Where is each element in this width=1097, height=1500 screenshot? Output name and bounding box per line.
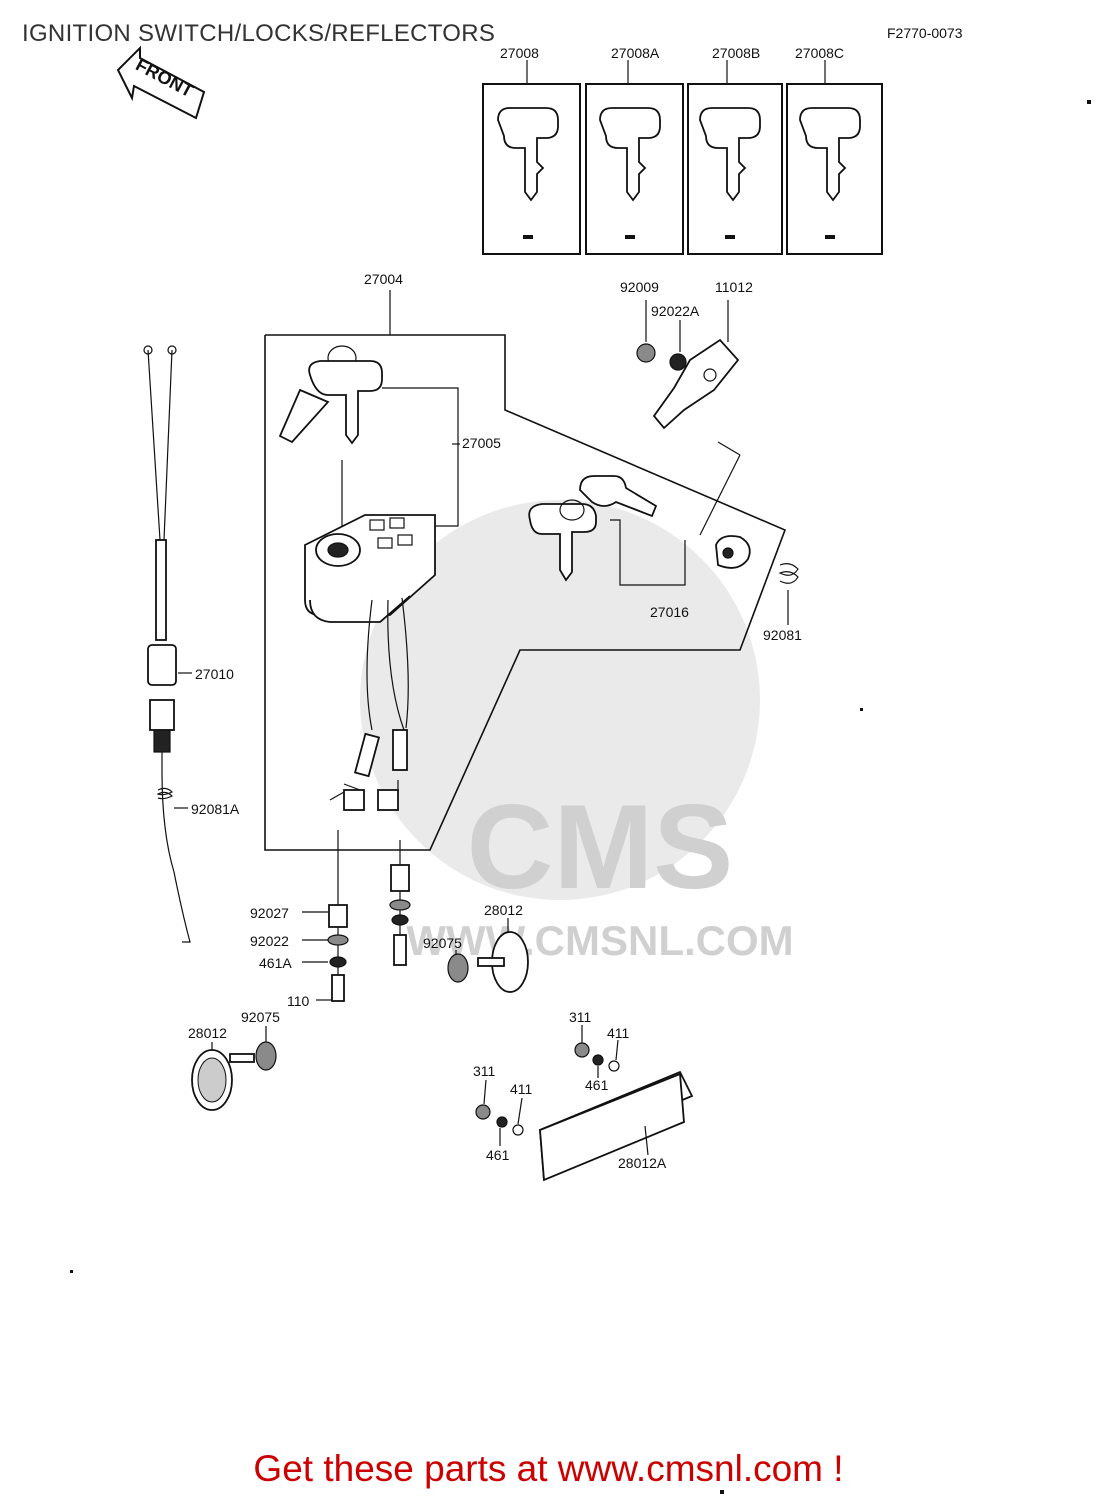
label-92009: 92009	[620, 279, 659, 295]
label-92075-center: 92075	[423, 935, 462, 951]
label-28012-center: 28012	[484, 902, 523, 918]
label-92022: 92022	[250, 933, 289, 949]
assembly-outline-27004	[264, 334, 787, 851]
ignition-switch	[304, 514, 436, 731]
key-card-group: 27008 27008A 27008B 27008C	[482, 45, 883, 255]
round-reflector-28012	[447, 918, 529, 993]
label-311-upper: 311	[569, 1009, 592, 1025]
diagram-code: F2770-0073	[887, 25, 963, 41]
label-27010: 27010	[195, 666, 234, 682]
label-411-upper: 411	[607, 1025, 630, 1041]
label-110: 110	[287, 993, 310, 1009]
watermark: CMS WWW.CMSNL.COM	[360, 500, 794, 964]
hardware-stack-left	[327, 830, 349, 1002]
lock-parts	[636, 300, 799, 625]
key-card-27008	[482, 83, 581, 255]
get-parts-link[interactable]: Get these parts at www.cmsnl.com !	[253, 1448, 844, 1489]
label-411-lower: 411	[510, 1081, 533, 1097]
hardware-stack-right	[389, 840, 411, 966]
key-card-27008A	[585, 83, 684, 255]
diagram-title: IGNITION SWITCH/LOCKS/REFLECTORS	[22, 20, 496, 47]
label-92027: 92027	[250, 905, 289, 921]
rectangular-reflector-28012A	[475, 1025, 694, 1182]
key-card-27008B	[687, 83, 783, 255]
label-311-lower: 311	[473, 1063, 496, 1079]
label-27005: 27005	[462, 435, 501, 451]
key-card-label: 27008C	[795, 45, 844, 61]
watermark-brand: CMS	[467, 780, 734, 914]
front-arrow-icon: FRONT	[116, 45, 206, 120]
watermark-url: WWW.CMSNL.COM	[406, 917, 793, 964]
label-28012-left: 28012	[188, 1025, 227, 1041]
label-461A: 461A	[259, 955, 292, 971]
label-92075-left: 92075	[241, 1009, 280, 1025]
key-card-27008C	[786, 83, 883, 255]
label-461-upper: 461	[585, 1077, 609, 1093]
spring-92081A	[156, 787, 174, 800]
wire-connectors	[329, 729, 408, 811]
cable-27010	[143, 345, 191, 943]
key-card-label: 27008A	[611, 45, 660, 61]
label-27004: 27004	[364, 271, 403, 287]
label-28012A: 28012A	[618, 1155, 667, 1171]
round-reflector-28012-left	[191, 1026, 277, 1111]
label-92081: 92081	[763, 627, 802, 643]
key-card-label: 27008	[500, 45, 539, 61]
label-11012: 11012	[715, 279, 753, 295]
label-92022A: 92022A	[651, 303, 700, 319]
label-92081A: 92081A	[191, 801, 240, 817]
label-461-lower: 461	[486, 1147, 510, 1163]
key-card-label: 27008B	[712, 45, 760, 61]
lock-keys-27016	[528, 475, 658, 582]
ignition-keys-27005	[278, 345, 383, 445]
label-27016: 27016	[650, 604, 689, 620]
